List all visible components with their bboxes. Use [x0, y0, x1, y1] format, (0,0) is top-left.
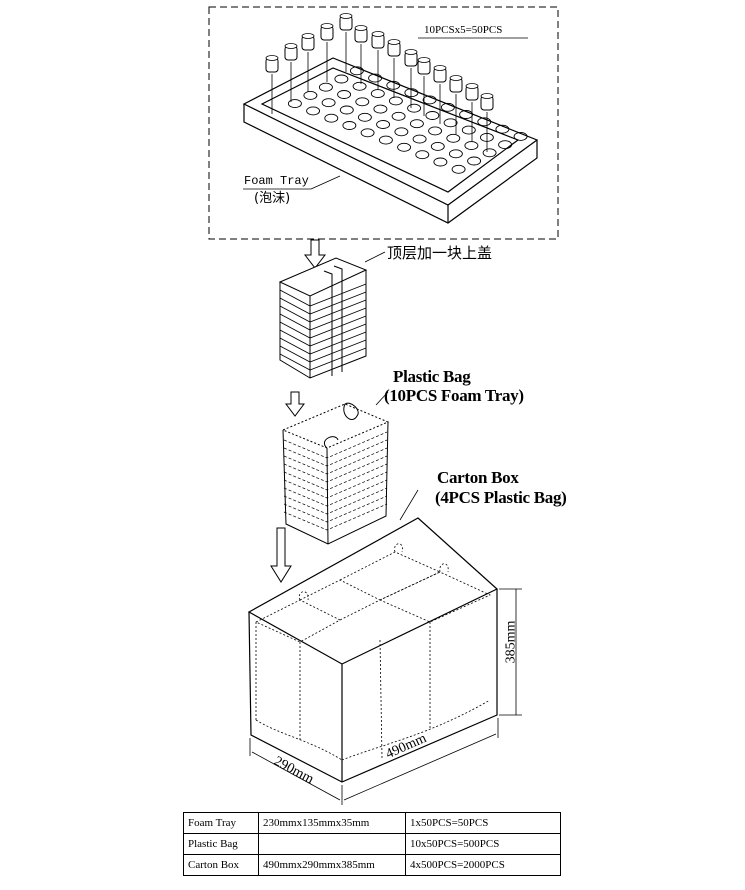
top-cover-label: 顶层加一块上盖 [387, 244, 493, 262]
carton-box-subtitle: (4PCS Plastic Bag) [435, 488, 567, 507]
table-cell-item: Carton Box [183, 854, 259, 876]
component-pin [371, 31, 385, 90]
tray-hole [412, 134, 427, 144]
component-pin [320, 23, 334, 82]
tray-hole [461, 125, 476, 135]
table-cell-item: Plastic Bag [183, 833, 259, 855]
arrow-down-icon [303, 239, 327, 269]
tray-hole [321, 98, 336, 108]
table-row: Plastic Bag 10x50PCS=500PCS [183, 833, 561, 855]
tray-hole [349, 66, 364, 76]
table-cell-qty: 10x50PCS=500PCS [405, 833, 561, 855]
tray-hole [334, 74, 349, 84]
table-row: Carton Box 490mmx290mmx385mm 4x500PCS=20… [183, 854, 561, 876]
component-pin [387, 39, 401, 98]
tray-hole [409, 119, 424, 129]
tray-qty-label: 10PCSx5=50PCS [424, 24, 503, 36]
table-cell-size: 490mmx290mmx385mm [258, 854, 406, 876]
tray-hole [357, 112, 372, 122]
tray-hole [498, 140, 513, 150]
component-pin [339, 13, 353, 72]
component-pin [433, 65, 447, 124]
tray-hole [373, 104, 388, 114]
tray-hole [459, 110, 474, 119]
tray-hole [352, 81, 367, 91]
plastic-bag [281, 402, 390, 545]
tray-hole [391, 111, 406, 121]
tray-hole [306, 106, 321, 116]
carton-inner-bags [255, 543, 491, 761]
tray-hole [464, 141, 479, 151]
tray-hole [303, 90, 318, 100]
tray-hole [386, 80, 401, 90]
tray-hole [376, 120, 391, 129]
component-pin [284, 43, 298, 102]
carton-box [247, 517, 499, 783]
tray-hole [477, 117, 492, 127]
component-pin [480, 93, 494, 152]
tray-hole [430, 141, 445, 151]
tray-hole [422, 95, 437, 105]
tray-hole [378, 135, 393, 145]
tray-hole [425, 111, 440, 120]
component-pin [417, 57, 431, 116]
tray-hole [355, 97, 370, 107]
foam-tray-frame [208, 6, 559, 240]
tray-hole [467, 156, 482, 166]
plastic-bag-subtitle: (10PCS Foam Tray) [384, 386, 524, 405]
tray-hole [339, 105, 354, 115]
tray-hole [482, 148, 497, 158]
tray-components [265, 13, 494, 152]
tray-hole [428, 126, 443, 136]
dimension-lines [249, 588, 522, 805]
component-pin [301, 33, 315, 92]
plastic-bag-title: Plastic Bag [393, 367, 471, 386]
table-cell-item: Foam Tray [183, 812, 259, 834]
tray-hole [495, 124, 510, 134]
component-pin [449, 75, 463, 134]
tray-hole [407, 103, 422, 113]
tray-hole [415, 150, 430, 160]
tray-hole [324, 113, 339, 123]
component-pin [465, 83, 479, 142]
tray-hole [397, 142, 412, 152]
tray-hole [388, 96, 403, 106]
tray-hole [433, 157, 448, 167]
tray-hole [394, 127, 409, 137]
table-cell-size: 230mmx135mmx35mm [258, 812, 406, 834]
tray-hole [368, 73, 383, 83]
tray-hole [287, 99, 302, 109]
arrow-down-icon [285, 391, 305, 417]
foam-tray-label: Foam Tray [244, 174, 309, 188]
tray-hole [446, 133, 461, 143]
component-pin [265, 55, 279, 114]
tray-stack [278, 257, 368, 379]
component-pin [354, 25, 368, 84]
tray-hole [513, 131, 528, 141]
component-pin [404, 49, 418, 108]
foam-tray-cn-label: (泡沫) [254, 191, 291, 206]
tray-hole [440, 102, 455, 112]
tray-hole [448, 149, 463, 159]
height-dimension: 385mm [503, 620, 519, 664]
tray-hole [337, 90, 352, 99]
table-cell-size [258, 833, 406, 855]
tray-hole [443, 118, 458, 128]
table-cell-qty: 1x50PCS=50PCS [405, 812, 561, 834]
arrow-down-icon [270, 527, 292, 583]
tray-hole [451, 164, 466, 174]
tray-holes [287, 66, 528, 174]
table-row: Foam Tray 230mmx135mmx35mm 1x50PCS=50PCS [183, 812, 561, 834]
tray-hole [342, 121, 357, 130]
carton-box-title: Carton Box [437, 468, 519, 487]
tray-hole [360, 128, 375, 138]
spec-table: Foam Tray 230mmx135mmx35mm 1x50PCS=50PCS… [183, 812, 561, 876]
table-cell-qty: 4x500PCS=2000PCS [405, 854, 561, 876]
tray-hole [318, 82, 333, 92]
